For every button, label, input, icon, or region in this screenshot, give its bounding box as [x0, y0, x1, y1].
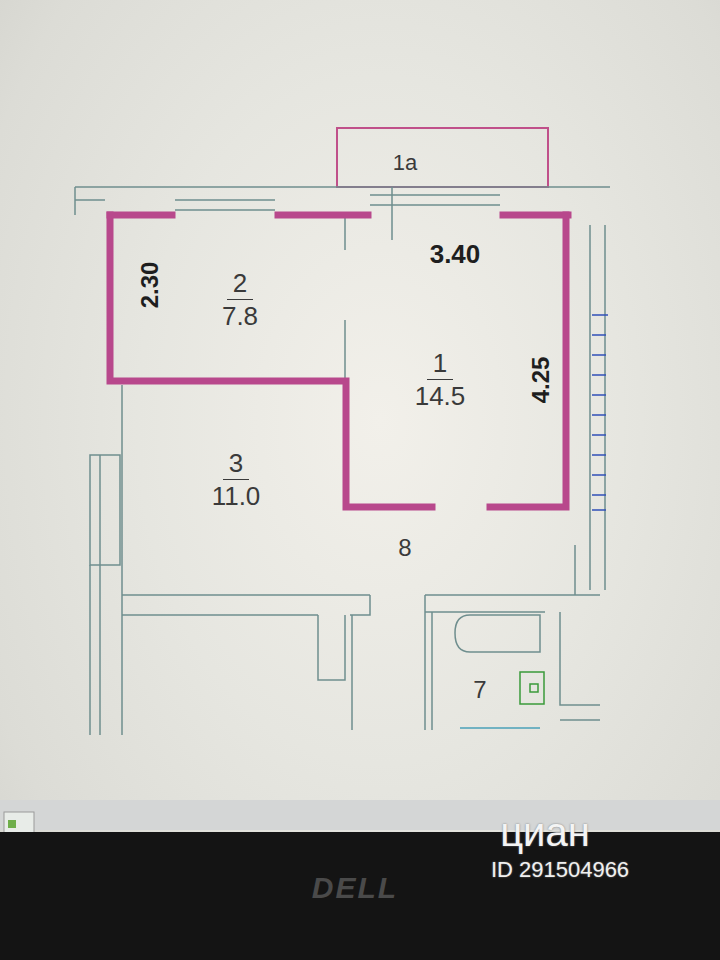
- balcony-outline: [337, 128, 548, 187]
- watermark-id: ID 291504966: [491, 857, 629, 883]
- corridor-box: 8: [375, 528, 435, 568]
- monitor-logo: DELL: [312, 871, 398, 905]
- room-number: 1а: [393, 150, 417, 175]
- dimension: 2.30: [136, 262, 164, 309]
- balcony: 1а: [370, 142, 440, 184]
- room-number: 3: [223, 449, 249, 480]
- room-number: 7: [473, 676, 486, 704]
- room-area: 11.0: [212, 482, 261, 512]
- room-number: 1: [427, 349, 453, 380]
- highlight-walls: [110, 215, 568, 507]
- thin-walls: [75, 187, 610, 735]
- room-area: 7.8: [222, 302, 258, 332]
- bathroom-box: 7: [455, 672, 505, 708]
- icon-dot: [8, 820, 16, 828]
- room-box: 311.0: [166, 435, 306, 525]
- taskbar: [0, 800, 720, 830]
- room-box: 27.8: [170, 250, 310, 350]
- sink-line: [460, 727, 540, 729]
- room-area: 14.5: [415, 382, 466, 412]
- hatch-ticks: [592, 315, 608, 510]
- dimension: 3.40: [430, 239, 481, 270]
- watermark: циан: [500, 810, 590, 855]
- bathtub: [455, 615, 540, 652]
- monitor-bezel: [0, 832, 720, 960]
- start-icon: [4, 812, 34, 834]
- room-number: 8: [398, 534, 411, 562]
- room-box: 114.5: [370, 330, 510, 430]
- room-number: 2: [227, 269, 253, 300]
- toilet: [520, 672, 544, 704]
- toilet-bowl: [530, 684, 538, 692]
- dimension: 4.25: [527, 357, 555, 404]
